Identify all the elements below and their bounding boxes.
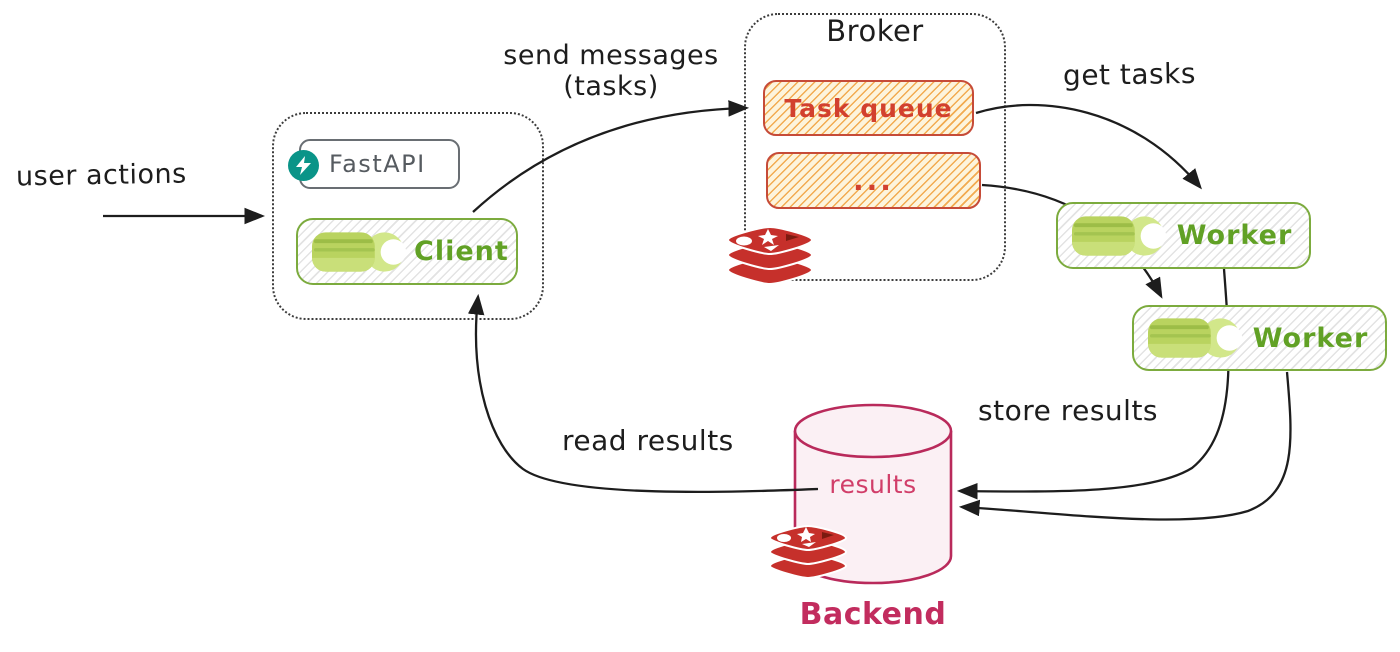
worker-node-1: Worker (1056, 202, 1311, 269)
fastapi-badge: FastAPI (288, 139, 460, 189)
worker-label: Worker (1252, 322, 1369, 354)
arrow-worker1-to-backend (956, 268, 1230, 500)
worker-label: Worker (1176, 220, 1293, 251)
client-label: Client (414, 236, 509, 267)
celery-icon (1072, 215, 1167, 256)
backend-title: Backend (799, 597, 947, 632)
results-label: results (829, 470, 917, 499)
worker-node-2: Worker (1132, 305, 1387, 371)
arrow-backend-to-client (467, 293, 819, 494)
more-queues-label: ... (853, 164, 894, 197)
task-queue-label: Task queue (784, 93, 953, 123)
broker-title: Broker (826, 14, 924, 48)
celery-icon (1148, 318, 1243, 358)
fastapi-label: FastAPI (329, 150, 426, 178)
lightning-bolt-icon (288, 150, 319, 181)
client-group-box (272, 112, 544, 320)
celery-icon (312, 231, 407, 272)
get-tasks-label: get tasks (1062, 56, 1197, 93)
user-actions-label: user actions (15, 158, 187, 193)
arrow-queue-to-worker1 (975, 103, 1202, 190)
task-queue-node: Task queue (763, 80, 974, 136)
send-messages-line2: (tasks) (563, 71, 659, 102)
broker-group-box (744, 13, 1006, 281)
store-results-label: store results (978, 394, 1159, 427)
send-messages-label: send messages (tasks) (495, 40, 727, 102)
read-results-label: read results (562, 424, 734, 457)
more-queues-node: ... (766, 152, 981, 209)
client-node: Client (296, 218, 518, 285)
redis-icon (768, 524, 848, 580)
send-messages-line1: send messages (503, 40, 719, 71)
